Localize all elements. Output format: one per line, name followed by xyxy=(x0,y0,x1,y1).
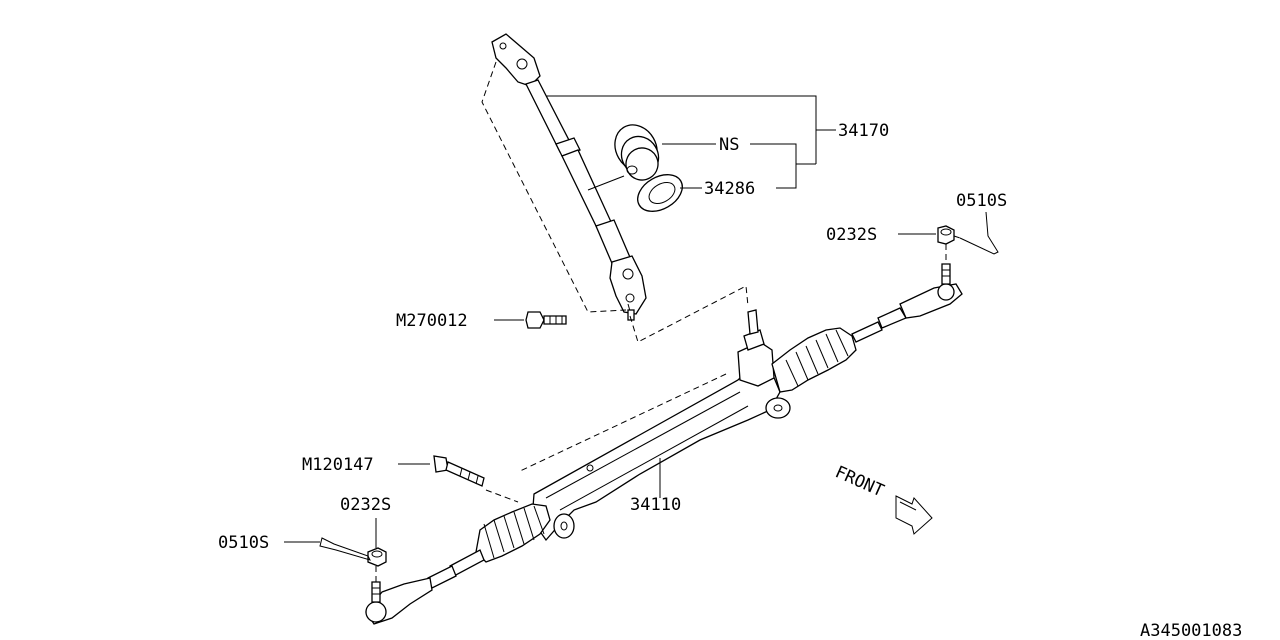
flange-bolt xyxy=(494,311,567,329)
front-arrow-icon xyxy=(895,495,933,535)
left-tie-rod-end xyxy=(365,549,485,625)
diagram-code: A345001083 xyxy=(1140,621,1242,640)
callout-brackets-shaft xyxy=(546,95,836,191)
label-34110: 34110 xyxy=(630,495,681,515)
label-34286: 34286 xyxy=(704,179,755,199)
label-0510s-right: 0510S xyxy=(956,191,1007,211)
label-ns: NS xyxy=(719,135,739,155)
label-m270012: M270012 xyxy=(396,311,468,331)
cotter-pin-left xyxy=(284,537,371,561)
cotter-pin-right xyxy=(953,211,999,255)
label-front: FRONT xyxy=(832,462,887,501)
label-0232s-right: 0232S xyxy=(826,225,877,245)
label-m120147: M120147 xyxy=(302,455,374,475)
shaft-boot xyxy=(614,124,660,181)
nut-left xyxy=(367,518,387,582)
shaft-seal-ring xyxy=(637,174,683,212)
mount-bolt xyxy=(398,455,485,487)
label-0510s-left: 0510S xyxy=(218,533,269,553)
nut-right xyxy=(898,225,955,262)
label-0232s-left: 0232S xyxy=(340,495,391,515)
phantom-lines xyxy=(481,61,749,503)
right-tie-rod-end xyxy=(851,263,963,343)
intermediate-shaft xyxy=(491,33,647,321)
label-34170: 34170 xyxy=(838,121,889,141)
steering-gear-housing xyxy=(475,309,857,563)
